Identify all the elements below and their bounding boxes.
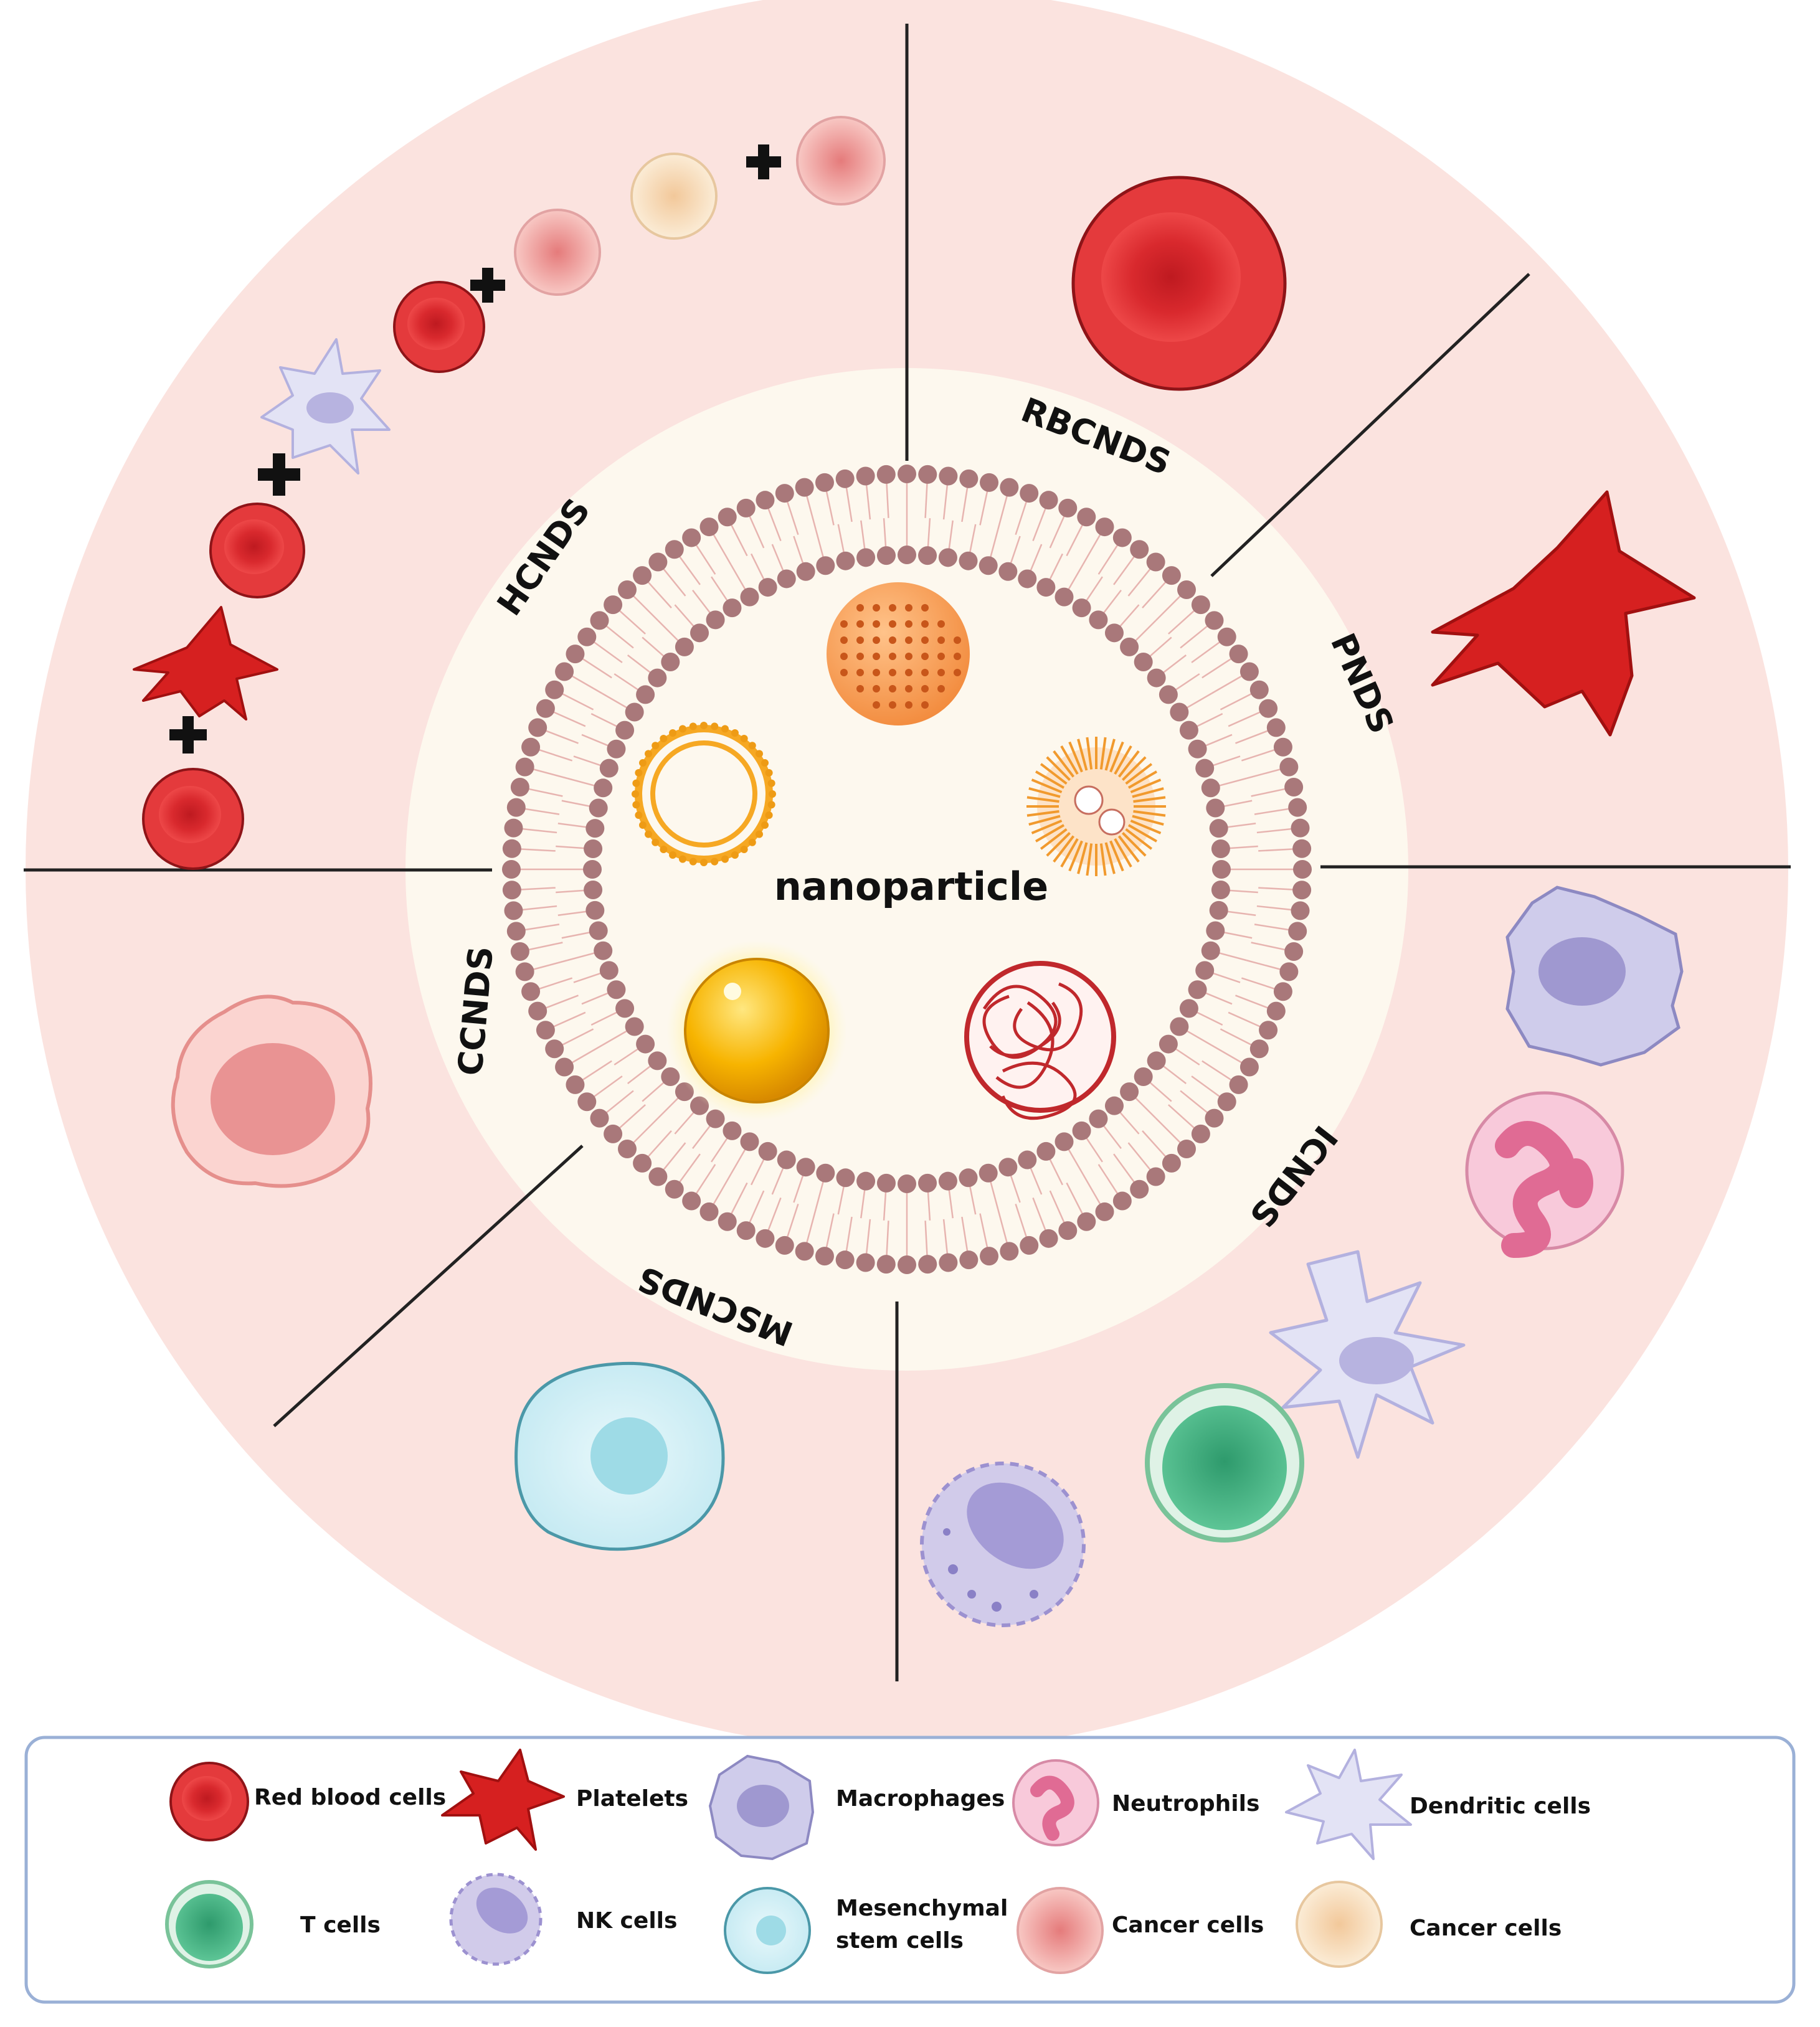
nk-cell: [920, 1462, 1086, 1627]
dendritic-cell: [1269, 1250, 1466, 1459]
hybrid-platelet: [133, 606, 278, 721]
legend-mesenchymal-stem-cell-icon: [724, 1887, 811, 1974]
t-cell: [1145, 1383, 1304, 1543]
macrophage-cell: [1505, 886, 1684, 1067]
neutrophil-cell: [1465, 1091, 1624, 1258]
legend-label-cancer-cells-1: Cancer cells: [1112, 1912, 1264, 1938]
cancer-cell-large: [171, 995, 372, 1188]
plus-icon: [470, 268, 505, 303]
center-label: nanoparticle: [774, 864, 1048, 909]
legend-label-dendritic-cells: Dendritic cells: [1410, 1793, 1591, 1819]
hybrid-red-blood-cell-2: [209, 503, 305, 598]
legend-label-red-blood-cells: Red blood cells: [254, 1785, 446, 1810]
hybrid-cancer-cell-beige: [630, 153, 718, 240]
micelle-nanoparticle: [1026, 737, 1166, 876]
polymer-nanoparticle: [964, 961, 1116, 1120]
legend-dendritic-cell-icon: [1285, 1749, 1412, 1860]
lipid-bilayer-membrane: [502, 465, 1312, 1274]
sector-dividers: [24, 24, 1791, 1681]
hybrid-cancer-cell-pink-2: [796, 116, 886, 206]
legend-platelet-icon: [441, 1749, 565, 1851]
plus-sign-icons: [169, 144, 781, 754]
hybrid-cancer-cell-pink-1: [514, 209, 601, 296]
legend-label-cancer-cells-2: Cancer cells: [1410, 1916, 1562, 1941]
hybrid-dendritic-nucleus: [306, 392, 354, 423]
legend-label-platelets: Platelets: [576, 1786, 688, 1812]
legend-nk-cell-icon: [449, 1873, 543, 1966]
legend-cancer-cell-pink-icon: [1017, 1887, 1104, 1974]
red-blood-cell-large: [1071, 176, 1287, 391]
legend-cancer-cell-beige-icon: [1296, 1881, 1383, 1968]
legend-label-t-cells: T cells: [300, 1912, 381, 1938]
platelet-large: [1431, 490, 1696, 737]
legend-t-cell-icon: [165, 1880, 254, 1968]
plus-icon: [169, 716, 207, 754]
legend-neutrophil-icon: [1012, 1759, 1099, 1846]
mesoporous-nanoparticle: [827, 582, 970, 725]
legend-label-stem-cells: stem cells: [836, 1928, 964, 1954]
mesenchymal-stem-cell: [514, 1361, 725, 1551]
legend-label-neutrophils: Neutrophils: [1112, 1791, 1259, 1817]
legend-box: [24, 1736, 1796, 2004]
hybrid-red-blood-cell-3: [393, 281, 485, 373]
legend-label-macrophages: Macrophages: [836, 1786, 1005, 1812]
plus-icon: [258, 453, 300, 496]
hybrid-red-blood-cell-1: [142, 768, 244, 870]
gold-nanoparticle: [666, 940, 847, 1121]
legend-label-mesenchymal: Mesenchymal: [836, 1896, 1008, 1921]
plus-icon: [746, 144, 781, 179]
legend-macrophage-icon: [708, 1754, 815, 1861]
legend-red-blood-cell-icon: [169, 1762, 249, 1841]
legend-label-nk-cells: NK cells: [576, 1908, 677, 1934]
liposome-nanoparticle: [632, 722, 776, 866]
